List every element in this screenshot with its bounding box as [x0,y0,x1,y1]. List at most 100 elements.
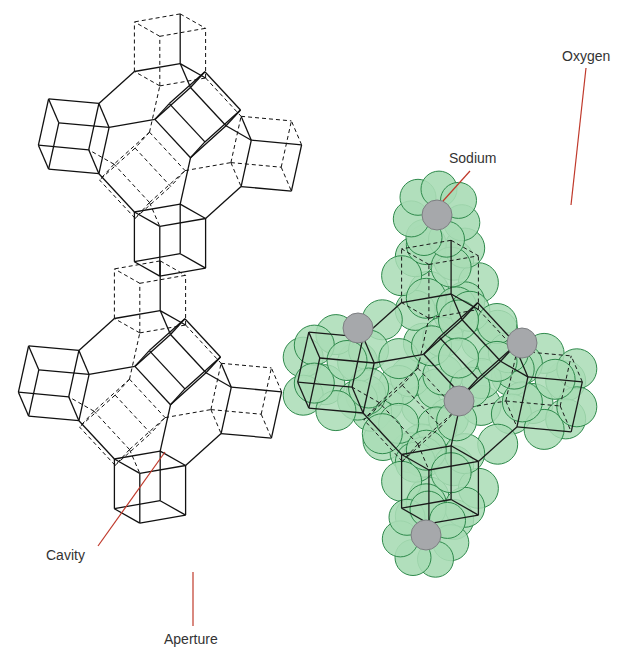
cage-edge [185,466,186,516]
cage-edge [478,461,479,515]
cage-edge [134,64,180,72]
hidden-edge [506,351,517,401]
cage-edge [135,335,171,367]
oxygen-atoms [283,171,597,577]
cage-edge [206,187,242,219]
cage-edge [171,389,185,405]
hidden-edge [401,249,402,303]
cage-edge [18,392,28,416]
cage-edge [180,254,205,268]
cage-edge [180,204,181,254]
cage-edge [352,387,363,413]
hidden-edge [160,261,185,275]
cage-edge [49,169,99,174]
hidden-edge [150,171,186,203]
cage-edge [149,351,185,389]
hidden-edge [185,163,231,171]
cage-edge [134,262,159,276]
hidden-edge [115,379,129,395]
hidden-edge [80,427,116,465]
cage-edge [29,346,79,351]
hidden-edge [100,180,136,218]
hidden-edge [134,14,180,22]
leader-line [443,171,470,201]
cage-edge [517,377,528,427]
hidden-edge [231,163,241,187]
hidden-edge [402,444,418,461]
cage-edge [451,500,478,516]
sodium-atom [507,328,537,358]
cage-edge [298,382,309,408]
hidden-edge [451,240,478,256]
callout-label: Oxygen [562,48,610,65]
hidden-edge [364,403,380,420]
cage-edge [29,346,39,370]
hidden-edge [402,303,429,319]
cage-edge [139,473,140,523]
cage-edge [140,466,186,474]
hidden-edge [114,269,139,283]
hidden-edge [130,418,166,450]
oxygen-atom [362,414,402,454]
hidden-edge [115,450,129,466]
cage-edge [291,145,301,191]
cage-edge [134,212,135,262]
cage-edge [160,219,206,227]
cage-edge [191,72,205,88]
cage-edge [309,332,320,358]
cage-edge [160,405,170,451]
hidden-edge [134,22,159,36]
cage-edge [401,455,402,509]
hidden-edge [281,167,291,191]
sodium-atoms [343,200,537,550]
cage-edge [114,451,160,459]
cage-edge [180,158,190,204]
hidden-edge [94,411,130,449]
hidden-edge [94,379,130,411]
cage-edge [59,123,109,128]
cage-edge [241,187,291,192]
hidden-edge [379,368,418,403]
cage-edge [221,434,271,439]
cage-edge [155,88,191,120]
hidden-edge [150,132,186,170]
sodium-atom [411,520,441,550]
hidden-edge [114,261,160,269]
hidden-edge [130,333,140,379]
hidden-edge [364,385,403,420]
cage-edge [462,320,501,362]
hidden-edge [114,319,139,333]
hidden-edge [100,164,115,180]
hidden-edge [114,164,150,202]
hidden-edge [80,411,95,427]
hidden-edge [135,132,149,148]
hidden-edge [221,363,271,368]
hidden-edge [506,401,517,427]
cage-edge [38,145,48,169]
sodium-atom [343,313,373,343]
cage-edge [155,119,191,157]
cage-edge [221,387,231,433]
hidden-edge [241,116,291,121]
leader-line [98,452,165,546]
hidden-edge [180,14,205,28]
cage-edge [171,373,207,405]
cage-edge [49,123,59,169]
sodium-atom [444,386,474,416]
cage-edge [528,377,582,382]
cage-edge [424,337,440,354]
hidden-edge [135,203,149,219]
cage-edge [79,374,89,420]
cage-edge [186,434,222,466]
hidden-edge [205,28,206,78]
cage-edge [571,382,582,432]
hidden-edge [571,356,582,382]
cage-edge [241,116,251,140]
cage-edge [160,261,161,311]
cage-edge [251,140,301,145]
cage-edge [402,455,429,471]
cage-edge [451,446,478,462]
hidden-edge [429,256,479,265]
hidden-edge [402,249,429,265]
